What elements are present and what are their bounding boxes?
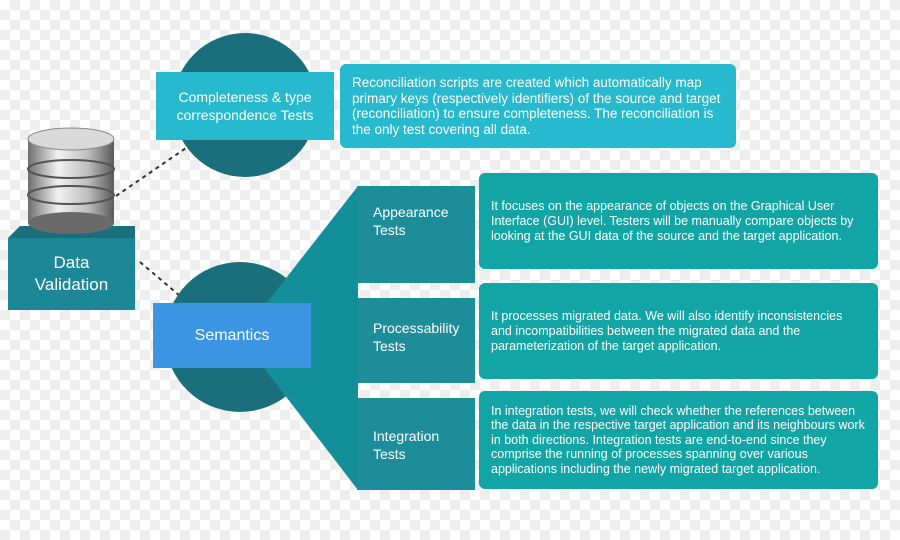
integration-stem: [357, 398, 475, 490]
appearance-stem: [357, 186, 475, 283]
appearance-description: It focuses on the appearance of objects …: [491, 198, 854, 243]
data-validation-box: Data Validation: [8, 238, 135, 310]
integration-label-box: Integration Tests: [373, 420, 473, 470]
processability-stem: [357, 298, 475, 383]
integration-label: Integration Tests: [373, 428, 440, 462]
appearance-description-box: It focuses on the appearance of objects …: [479, 173, 878, 269]
semantics-label: Semantics: [194, 326, 270, 344]
root-label-line2: Validation: [34, 275, 109, 294]
connector-line: [139, 261, 181, 297]
root-label-line1: Data: [53, 253, 90, 272]
appearance-label: Appearance Tests: [373, 204, 449, 238]
processability-label: Processability Tests: [373, 320, 460, 354]
processability-description-box: It processes migrated data. We will also…: [479, 283, 878, 379]
processability-label-box: Processability Tests: [373, 312, 473, 362]
integration-description: In integration tests, we will check whet…: [491, 403, 865, 476]
processability-description: It processes migrated data. We will also…: [491, 308, 843, 353]
connector-line: [115, 147, 187, 197]
database-icon: [24, 125, 118, 235]
completeness-label: Completeness & type correspondence Tests: [176, 89, 314, 123]
completeness-description: Reconciliation scripts are created which…: [352, 75, 721, 137]
semantics-box: Semantics: [153, 303, 311, 368]
appearance-label-box: Appearance Tests: [373, 196, 473, 246]
completeness-label-box: Completeness & type correspondence Tests: [156, 72, 334, 140]
completeness-description-box: Reconciliation scripts are created which…: [340, 64, 736, 148]
integration-description-box: In integration tests, we will check whet…: [479, 391, 878, 489]
